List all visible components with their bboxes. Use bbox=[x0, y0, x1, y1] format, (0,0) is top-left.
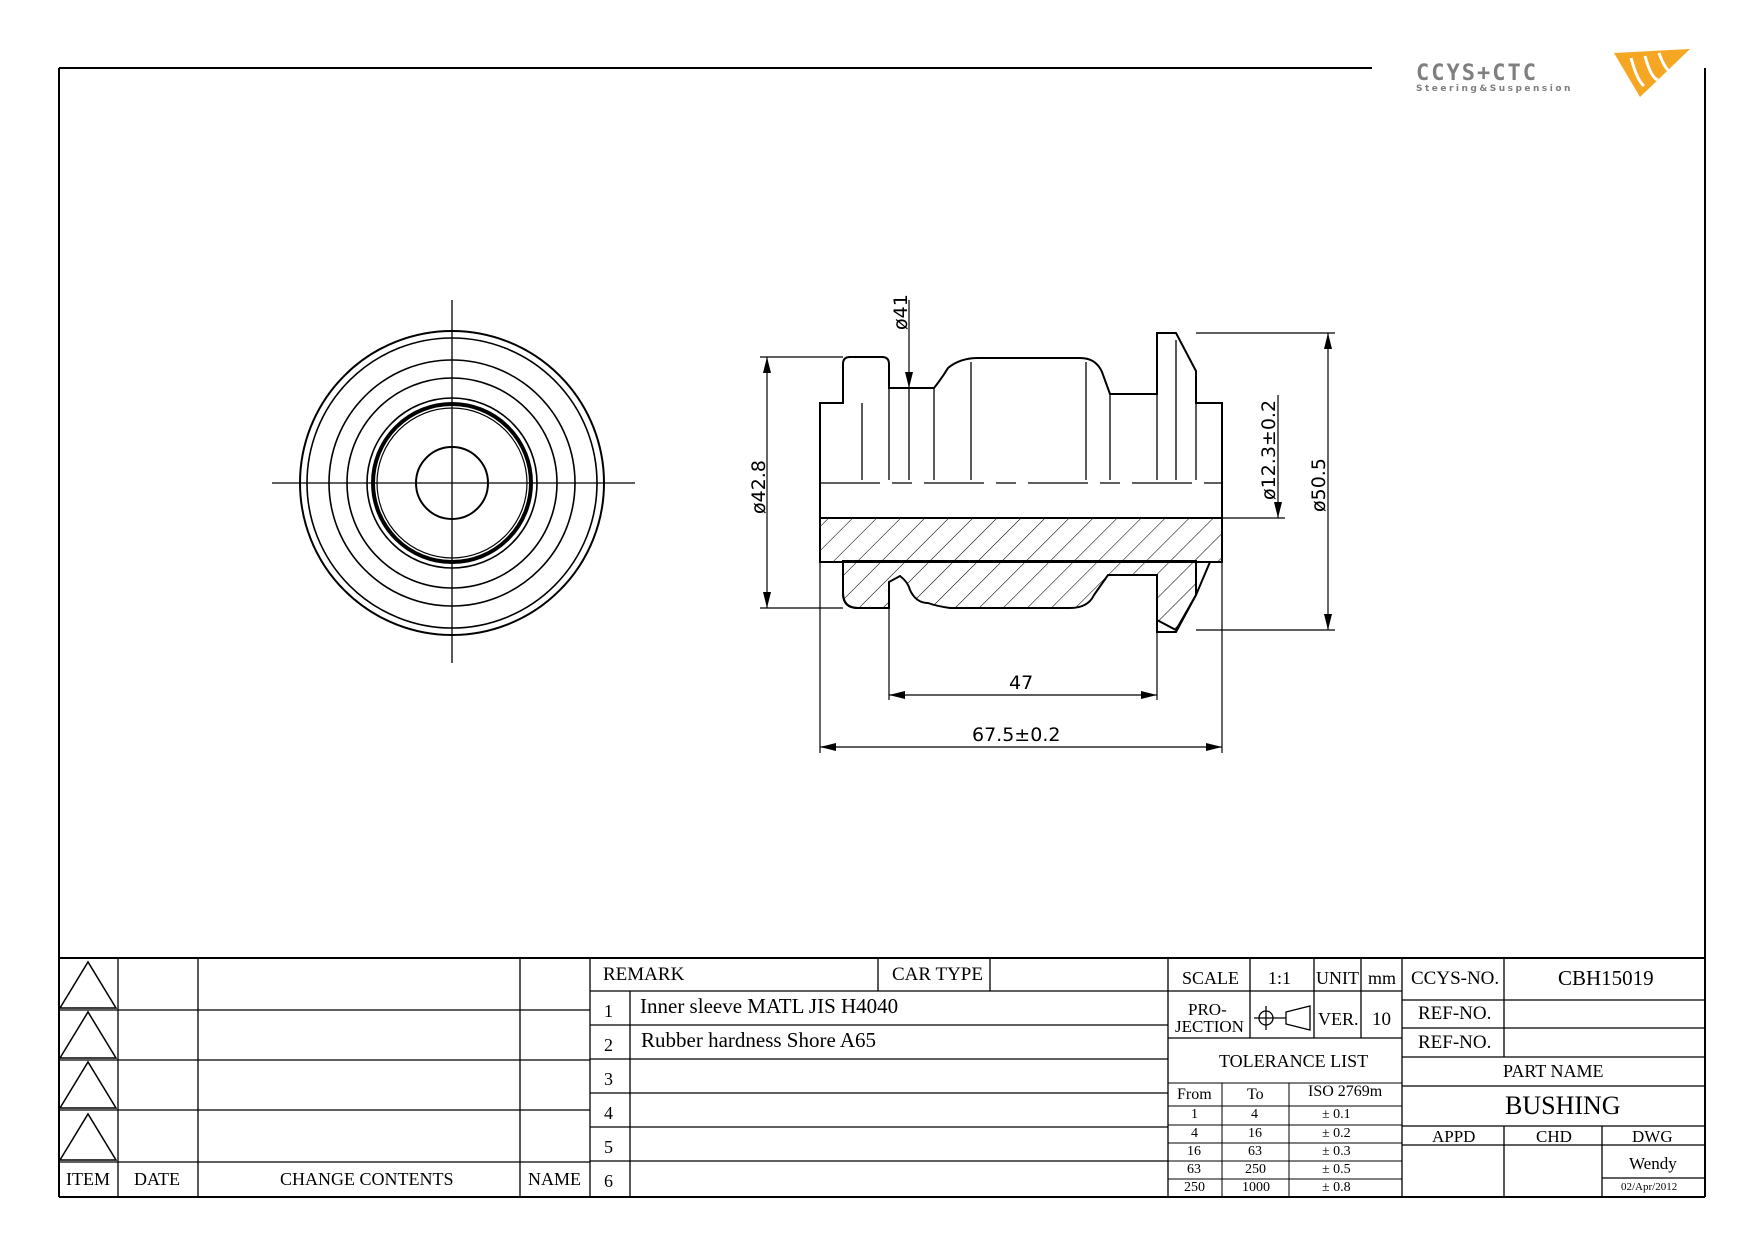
projection-symbol-icon bbox=[1254, 1005, 1311, 1031]
dimension-texts: ø41 ø12.3±0.2 ø50.5 ø42.8 47 67.5±0.2 bbox=[748, 294, 1330, 746]
dimension-arrowheads bbox=[763, 333, 1332, 751]
remark-row-text: Inner sleeve MATL JIS H4040 bbox=[640, 994, 899, 1018]
logo-tagline: Steering&Suspension bbox=[1416, 84, 1573, 94]
version-label: VER. bbox=[1318, 1009, 1359, 1029]
part-name-value: BUSHING bbox=[1505, 1091, 1621, 1120]
rev-header-name: NAME bbox=[528, 1169, 581, 1189]
unit-value: mm bbox=[1368, 968, 1397, 988]
version-value: 10 bbox=[1372, 1009, 1391, 1030]
rev-header-change: CHANGE CONTENTS bbox=[280, 1169, 454, 1189]
bore-circle bbox=[415, 446, 489, 520]
outer-flange-circle bbox=[299, 330, 605, 636]
end-view bbox=[272, 300, 635, 663]
tolerance-value: ± 0.2 bbox=[1322, 1126, 1351, 1141]
sheet-border bbox=[58, 67, 1706, 1198]
remark-label: REMARK bbox=[603, 964, 685, 985]
tolerance-from: 4 bbox=[1191, 1126, 1198, 1141]
ccys-ctc-logo: CCYS+CTC Steering&Suspension bbox=[1416, 49, 1690, 97]
remark-row-text: Rubber hardness Shore A65 bbox=[641, 1028, 877, 1052]
ccys-no-value: CBH15019 bbox=[1558, 966, 1654, 990]
tolerance-header-to: To bbox=[1247, 1086, 1264, 1103]
dim-d12-3: ø12.3±0.2 bbox=[1258, 400, 1280, 500]
tolerance-value: ± 0.8 bbox=[1322, 1180, 1351, 1195]
rubber-lower-section bbox=[842, 560, 1197, 632]
projection-label: JECTION bbox=[1175, 1017, 1244, 1036]
scale-value: 1:1 bbox=[1268, 968, 1292, 988]
remark-row-no: 3 bbox=[604, 1069, 613, 1089]
tolerance-to: 63 bbox=[1248, 1144, 1262, 1159]
dwg-label: DWG bbox=[1632, 1127, 1673, 1146]
dim-d41: ø41 bbox=[890, 294, 912, 330]
remark-row-no: 4 bbox=[604, 1103, 613, 1123]
appd-label: APPD bbox=[1432, 1127, 1476, 1146]
tolerance-to: 4 bbox=[1251, 1107, 1258, 1122]
tolerance-to: 1000 bbox=[1242, 1180, 1270, 1195]
tolerance-value: ± 0.1 bbox=[1322, 1107, 1351, 1122]
tolerance-header-iso: ISO 2769m bbox=[1308, 1083, 1383, 1100]
section-view bbox=[819, 332, 1223, 633]
part-name-label: PART NAME bbox=[1503, 1061, 1604, 1081]
remark-row-no: 2 bbox=[604, 1035, 613, 1055]
dim-len-67-5: 67.5±0.2 bbox=[972, 724, 1060, 746]
logo-brand-text: CCYS+CTC bbox=[1416, 61, 1538, 86]
tolerance-to: 16 bbox=[1248, 1126, 1262, 1141]
dim-d50-5: ø50.5 bbox=[1308, 458, 1330, 512]
remark-row-no: 6 bbox=[604, 1171, 613, 1191]
tolerance-value: ± 0.5 bbox=[1322, 1162, 1351, 1177]
rev-header-item: ITEM bbox=[66, 1169, 110, 1189]
drawing-date: 02/Apr/2012 bbox=[1621, 1181, 1678, 1193]
ref-no-label: REF-NO. bbox=[1418, 1003, 1492, 1024]
dimension-lines bbox=[760, 300, 1335, 753]
tolerance-from: 250 bbox=[1184, 1180, 1205, 1195]
rev-header-date: DATE bbox=[134, 1169, 180, 1189]
car-type-label: CAR TYPE bbox=[892, 964, 983, 985]
ref-no-label: REF-NO. bbox=[1418, 1032, 1492, 1053]
ccys-no-label: CCYS-NO. bbox=[1411, 968, 1500, 989]
revision-triangles bbox=[58, 960, 118, 1161]
tolerance-from: 16 bbox=[1187, 1144, 1201, 1159]
remark-row-no: 5 bbox=[604, 1137, 613, 1157]
tolerance-to: 250 bbox=[1245, 1162, 1266, 1177]
upper-profile-outline bbox=[819, 332, 1223, 518]
scale-label: SCALE bbox=[1182, 968, 1240, 988]
tolerance-header-from: From bbox=[1177, 1086, 1212, 1103]
inner-sleeve-circle bbox=[371, 402, 533, 564]
inner-sleeve-section bbox=[819, 517, 1223, 563]
tolerance-from: 1 bbox=[1191, 1107, 1198, 1122]
title-block-grid bbox=[58, 957, 1705, 1197]
unit-label: UNIT bbox=[1316, 968, 1359, 988]
chd-label: CHD bbox=[1536, 1127, 1572, 1146]
remark-row-no: 1 bbox=[604, 1001, 613, 1021]
dwg-name: Wendy bbox=[1629, 1154, 1677, 1173]
dim-d42-8: ø42.8 bbox=[748, 460, 770, 514]
tolerance-title: TOLERANCE LIST bbox=[1219, 1051, 1369, 1071]
dim-len-47: 47 bbox=[1009, 672, 1033, 694]
tolerance-value: ± 0.3 bbox=[1322, 1144, 1351, 1159]
projection-label: PRO- bbox=[1188, 1000, 1227, 1019]
tolerance-from: 63 bbox=[1187, 1162, 1201, 1177]
